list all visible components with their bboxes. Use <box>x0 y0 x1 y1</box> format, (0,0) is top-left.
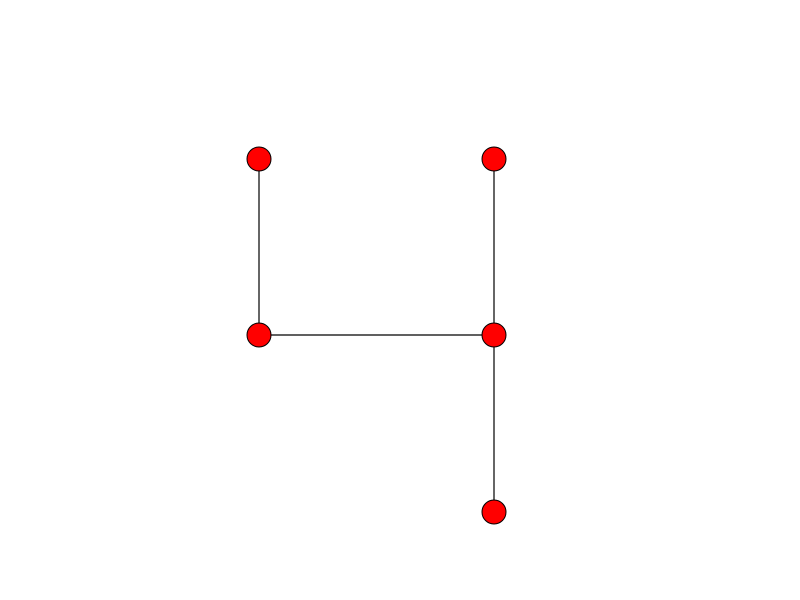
graph-node-n3 <box>246 322 272 348</box>
nodes-layer <box>246 146 507 525</box>
graph-node-n1 <box>246 146 272 172</box>
edges-layer <box>258 159 495 512</box>
graph-node-n5 <box>481 499 507 525</box>
graph-node-n2 <box>481 146 507 172</box>
graph-node-n4 <box>481 322 507 348</box>
